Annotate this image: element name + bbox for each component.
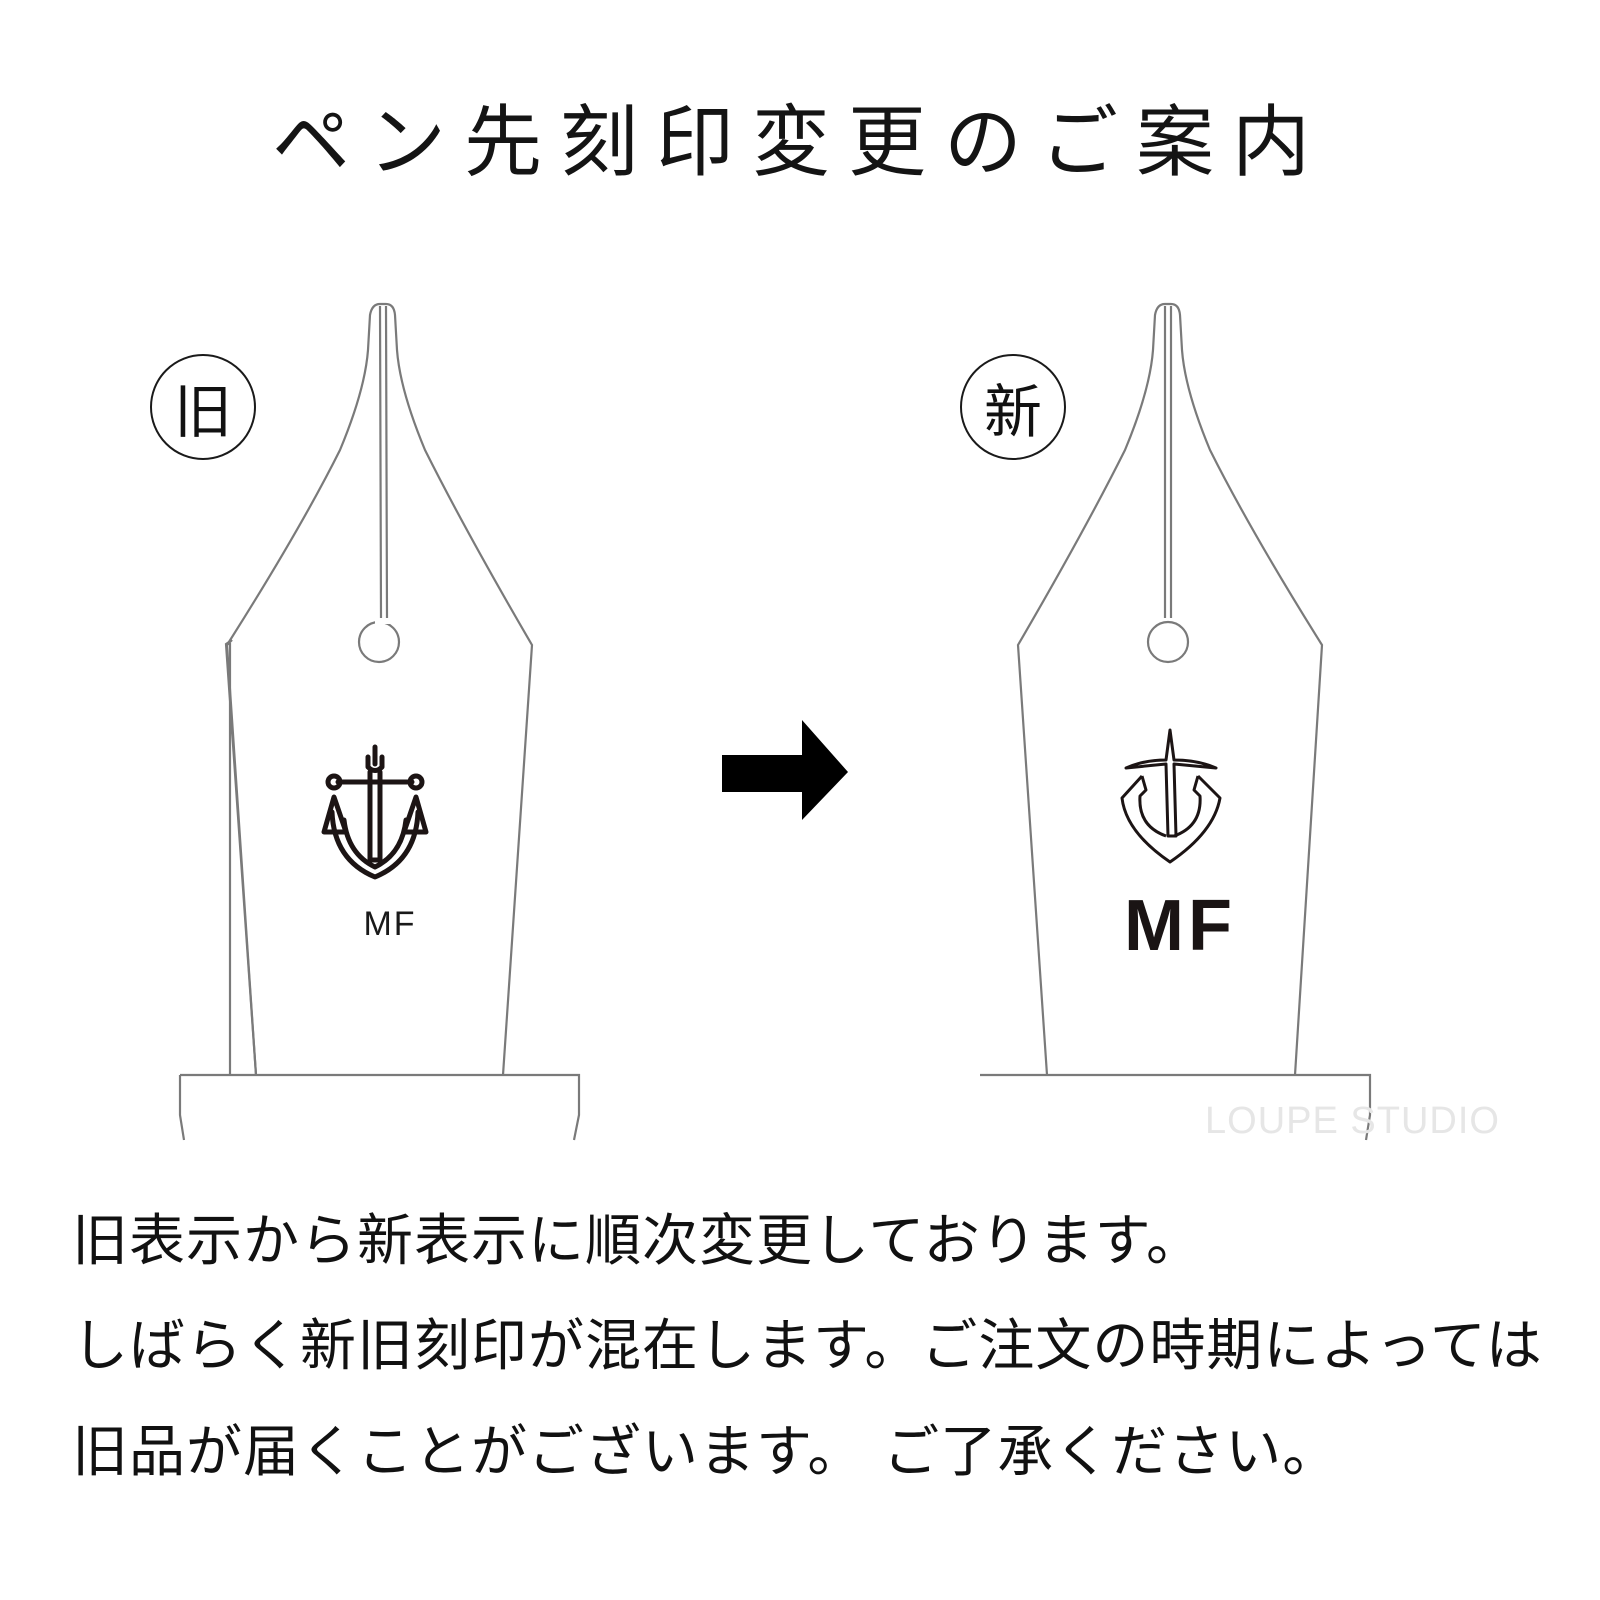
new-badge: 新	[960, 354, 1066, 460]
notice-line-1: 旧表示から新表示に順次変更しております。	[72, 1209, 1204, 1274]
right-arrow-icon	[722, 720, 848, 820]
notice-line-2: しばらく新旧刻印が混在します。ご注文の時期によっては	[72, 1314, 1543, 1379]
nib-outline-icon	[178, 302, 581, 1141]
nib-outline-icon	[980, 302, 1372, 1141]
new-grade-label: MF	[1124, 886, 1236, 966]
anchor-icon	[321, 744, 429, 880]
new-badge-label: 新	[983, 378, 1042, 446]
watermark: LOUPE STUDIO	[1205, 1100, 1500, 1142]
notice-line-3: 旧品が届くことがございます。 ご了承ください。	[72, 1420, 1340, 1485]
old-nib-illustration	[170, 300, 610, 1160]
old-badge: 旧	[150, 354, 256, 460]
old-grade-label: MF	[363, 905, 417, 943]
old-badge-label: 旧	[173, 378, 232, 446]
new-nib-illustration	[980, 300, 1420, 1160]
page-title: ペン先刻印変更のご案内	[271, 98, 1328, 188]
trident-shield-icon	[1120, 728, 1222, 864]
